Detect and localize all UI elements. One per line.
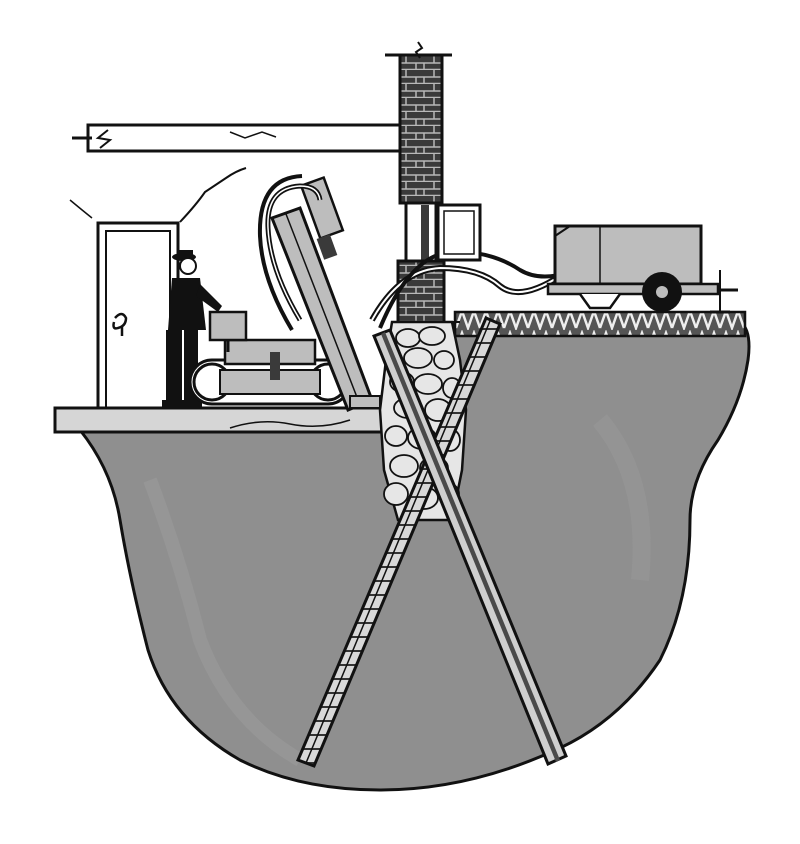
drill-rig-icon xyxy=(188,174,381,412)
door-handle-icon xyxy=(112,312,128,336)
micropile-left xyxy=(296,316,502,768)
street-pavement xyxy=(453,310,747,338)
wall-cracks xyxy=(69,167,247,223)
micropile-right xyxy=(372,328,568,766)
ceiling-beam xyxy=(72,123,402,153)
brick-column xyxy=(385,41,452,325)
soil-mass xyxy=(76,320,751,792)
compressor-trailer-icon xyxy=(546,224,738,314)
control-panel xyxy=(436,203,482,262)
basement-door xyxy=(96,221,180,410)
floor-slab xyxy=(53,406,399,434)
person-icon xyxy=(162,250,222,407)
